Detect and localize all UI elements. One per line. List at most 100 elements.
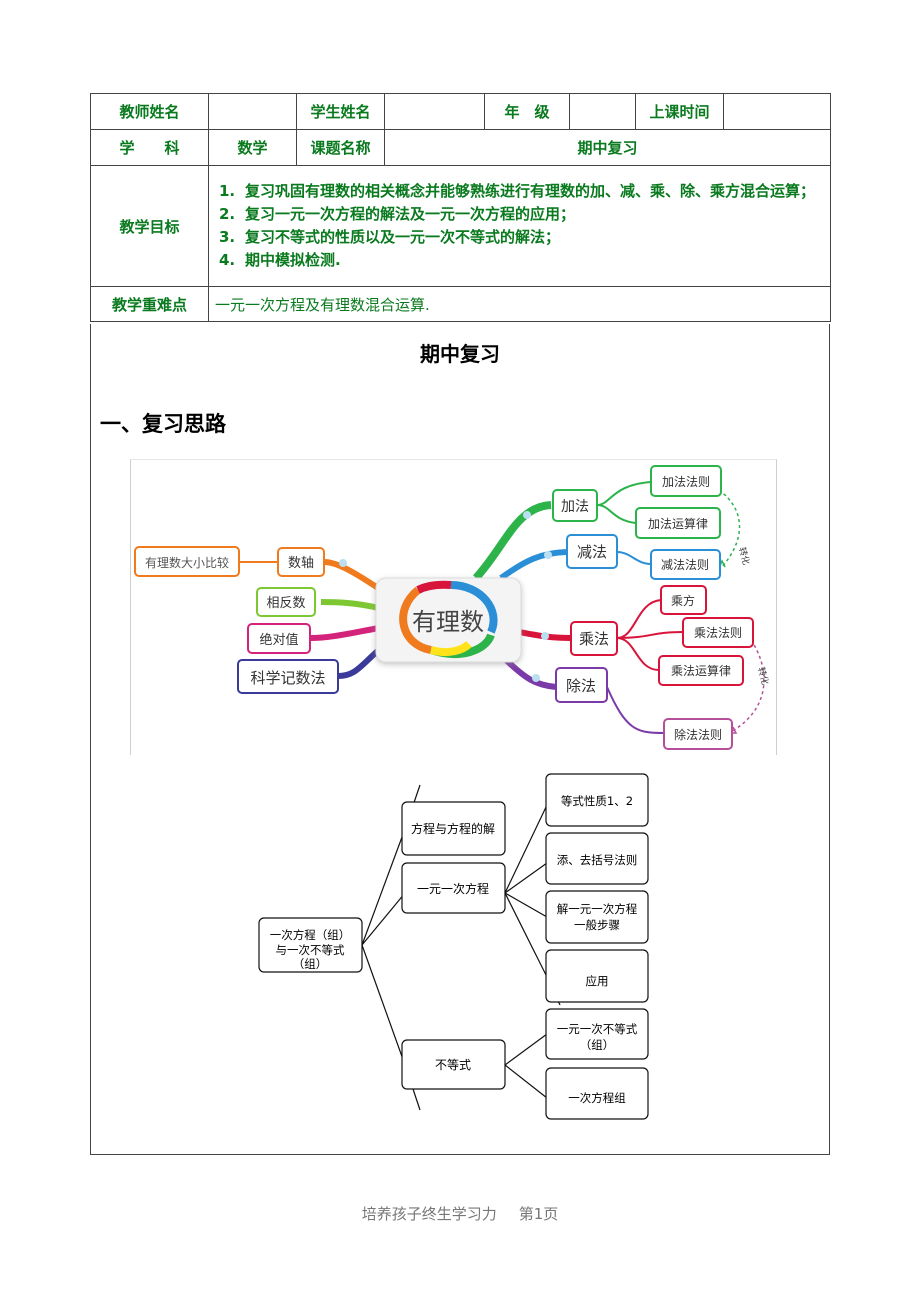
node-label: 加法 (561, 499, 589, 515)
node-label: 绝对值 (259, 632, 298, 648)
node-label: 科学记数法 (250, 669, 325, 687)
student-value[interactable] (384, 93, 485, 130)
center-label: 有理数 (412, 608, 484, 636)
node-opposite: 相反数 (256, 587, 316, 617)
node-label: 加法运算律 (648, 516, 708, 531)
teacher-label: 教师姓名 (90, 93, 209, 130)
node-label: 方程与方程的解 (411, 821, 495, 836)
keypoint-value: 一元一次方程及有理数混合运算. (208, 286, 831, 322)
tree-line (361, 892, 406, 946)
joint-dot (523, 511, 531, 519)
tree-line (504, 804, 548, 894)
tree-node-application: 应用 (545, 949, 649, 1003)
relation-label-bottom: 转化 (755, 666, 771, 687)
teacher-value[interactable] (208, 93, 297, 130)
node-label: 减法法则 (661, 558, 709, 572)
tree-line (504, 892, 548, 918)
tree-line (504, 892, 548, 978)
branch-line (616, 637, 660, 671)
center-node: 有理数 (375, 577, 522, 663)
tree-line (361, 828, 406, 946)
tree-node-linear-inequality: 一元一次不等式 （组） (545, 1008, 649, 1060)
node-sub-rule: 减法法则 (650, 549, 721, 580)
goals-label: 教学目标 (90, 165, 209, 287)
joint-dot (544, 551, 552, 559)
branch-line (616, 599, 662, 639)
time-value[interactable] (723, 93, 831, 130)
grade-label: 年 级 (484, 93, 570, 130)
content-box (90, 324, 830, 1155)
node-div-rule: 除法法则 (663, 718, 733, 750)
tree-node-equation-solution: 方程与方程的解 (401, 801, 506, 856)
time-label: 上课时间 (635, 93, 724, 130)
mindmap-svg: 转化 转化 有理数 数轴 (134, 465, 771, 750)
node-add-rule: 加法法则 (650, 465, 722, 497)
conversion-arc (718, 489, 741, 569)
conversion-arc (728, 639, 765, 734)
branch-line (499, 549, 567, 581)
goals-list: 1. 复习巩固有理数的相关概念并能够熟练进行有理数的加、减、乘、除、乘方混合运算；… (215, 180, 824, 272)
rational-number-mindmap: 转化 转化 有理数 数轴 (130, 459, 777, 755)
footer-text: 培养孩子终生学习力 (361, 1205, 497, 1223)
tree-node-inequality: 不等式 (401, 1039, 506, 1090)
tree-line (361, 944, 406, 1066)
node-label-line-2: （组） (580, 1038, 615, 1052)
node-label: 等式性质1、2 (561, 794, 633, 808)
branch-line (596, 504, 637, 524)
relation-label-top: 转化 (736, 546, 752, 567)
branch-line (606, 686, 665, 734)
node-label: 一元一次方程 (417, 881, 489, 896)
branch-line (616, 631, 684, 639)
topic-label: 课题名称 (296, 129, 385, 166)
node-label: 乘法 (579, 630, 609, 648)
node-label: 乘方 (671, 593, 695, 608)
joint-dot (532, 674, 540, 682)
node-label: 不等式 (435, 1058, 471, 1072)
node-label: 乘法法则 (694, 626, 742, 640)
goal-text: 复习巩固有理数的相关概念并能够熟练进行有理数的加、减、乘、除、乘方混合运算； (245, 182, 816, 200)
node-label: 除法法则 (674, 727, 722, 742)
node-label: 有理数大小比较 (145, 555, 229, 570)
joint-dot (541, 632, 549, 640)
tree-node-bracket-rules: 添、去括号法则 (545, 832, 649, 885)
goal-item: 1. 复习巩固有理数的相关概念并能够熟练进行有理数的加、减、乘、除、乘方混合运算； (215, 180, 824, 203)
topic-value: 期中复习 (384, 129, 831, 166)
node-subtraction: 减法 (566, 534, 618, 569)
goal-text: 期中模拟检测. (245, 251, 341, 269)
node-label: 乘法运算律 (671, 663, 731, 678)
node-label: 数轴 (288, 556, 314, 571)
node-label: 添、去括号法则 (557, 853, 638, 867)
node-absolute: 绝对值 (247, 623, 311, 654)
tree-node-linear-equation: 一元一次方程 (401, 862, 506, 914)
goal-number: 1. (219, 182, 236, 200)
grade-value[interactable] (569, 93, 636, 130)
branch-line (310, 625, 380, 641)
goal-text: 复习不等式的性质以及一元一次不等式的解法； (245, 228, 561, 246)
node-label-line-2: 一般步骤 (574, 918, 620, 932)
node-power: 乘方 (660, 585, 707, 615)
node-scientific: 科学记数法 (237, 659, 339, 694)
lesson-info-table: 教师姓名 学生姓名 年 级 上课时间 学 科 数学 课题名称 期中复习 教学目标… (90, 93, 831, 322)
student-label: 学生姓名 (296, 93, 385, 130)
node-number-line: 数轴 (277, 547, 325, 577)
page-title: 期中复习 (420, 342, 500, 366)
goal-number: 4. (219, 251, 236, 269)
node-label: 相反数 (266, 596, 305, 611)
node-label-line-1: 解一元一次方程 (557, 902, 638, 916)
root-line-1: 一次方程（组） (270, 928, 351, 942)
tree-node-solving-steps: 解一元一次方程 一般步骤 (545, 890, 649, 944)
branch-line (616, 551, 652, 565)
joint-dot (339, 559, 347, 567)
tree-line (504, 862, 548, 894)
tree-node-equality-properties: 等式性质1、2 (545, 773, 649, 827)
node-label: 除法 (566, 677, 596, 695)
branch-line (473, 501, 552, 581)
goal-item: 3. 复习不等式的性质以及一元一次不等式的解法； (215, 226, 824, 249)
goal-item: 4. 期中模拟检测. (215, 249, 824, 272)
goal-number: 3. (219, 228, 236, 246)
node-mul-rule: 乘法法则 (682, 617, 754, 648)
goal-number: 2. (219, 205, 236, 223)
node-division: 除法 (555, 667, 608, 703)
keypoint-label: 教学重难点 (90, 286, 209, 322)
page-number: 第1页 (518, 1205, 559, 1223)
